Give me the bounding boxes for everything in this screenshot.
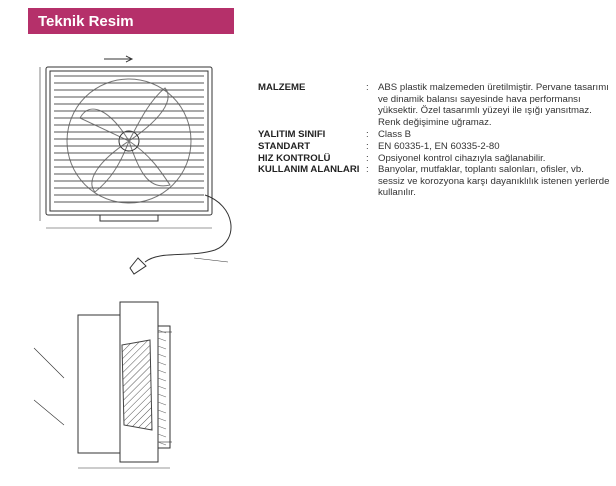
side-grille-slat [157, 369, 167, 374]
fan-side-housing-back [77, 314, 121, 454]
spec-row-material: MALZEME : ABS plastik malzemeden üretilm… [258, 82, 610, 128]
side-grille-slat [157, 409, 167, 414]
spec-value: Banyolar, mutfaklar, toplantı salonları,… [378, 164, 610, 199]
page-title: Teknik Resim [28, 8, 234, 34]
fan-blade-3 [128, 139, 171, 187]
side-grille-slat [157, 425, 167, 430]
side-grille-slat [157, 337, 167, 342]
side-grille-slat [157, 353, 167, 358]
spec-row-standard: STANDART : EN 60335-1, EN 60335-2-80 [258, 141, 610, 153]
spec-label: YALITIM SINIFI [258, 129, 326, 141]
spec-value: EN 60335-1, EN 60335-2-80 [378, 140, 500, 152]
spec-separator: : [366, 140, 369, 152]
callout-line-1 [33, 347, 65, 379]
power-cable [144, 194, 232, 263]
power-plug-icon [129, 257, 147, 275]
side-grille-slat [157, 433, 167, 438]
spec-separator: : [366, 129, 369, 141]
spec-row-speed-control: HIZ KONTROLÜ : Opsiyonel kontrol cihazıy… [258, 153, 610, 165]
spec-separator: : [366, 82, 369, 93]
side-grille-slat [157, 393, 167, 398]
fan-impeller-outline [66, 78, 192, 204]
spec-label: HIZ KONTROLÜ [258, 152, 331, 164]
fan-blade-4 [91, 139, 131, 193]
side-grille-slat [157, 401, 167, 406]
spec-separator: : [366, 164, 369, 176]
front-view-drawing [39, 55, 232, 275]
side-view-drawing [33, 301, 172, 469]
callout-line-2 [33, 399, 65, 426]
side-grille-slat [157, 345, 167, 350]
spec-label: STANDART [258, 140, 311, 152]
front-louvers [54, 75, 204, 203]
spec-value: Class B [378, 129, 412, 141]
side-grille-slat [157, 417, 167, 422]
spec-label: MALZEME [258, 82, 306, 93]
side-grille-slat [157, 361, 167, 366]
spec-value: Opsiyonel kontrol cihazıyla sağlanabilir… [378, 152, 546, 164]
fan-hub [118, 130, 140, 152]
rotation-arrow-head-icon [125, 55, 134, 63]
side-grille-slat [157, 441, 167, 446]
spec-row-insulation-class: YALITIM SINIFI : Class B [258, 129, 610, 141]
fan-front-inner-frame [49, 70, 209, 212]
spec-row-usage-areas: KULLANIM ALANLARI : Banyolar, mutfaklar,… [258, 164, 610, 199]
side-grille-slat [157, 377, 167, 382]
page-title-text: Teknik Resim [38, 12, 134, 30]
specification-table: MALZEME : ABS plastik malzemeden üretilm… [258, 82, 610, 199]
fan-blade-2 [128, 87, 169, 142]
spec-value: ABS plastik malzemeden üretilmiştir. Per… [378, 82, 609, 128]
side-grille-slats [157, 329, 167, 446]
spec-separator: : [366, 152, 369, 164]
cable-callout-line [193, 257, 229, 263]
side-grille-slat [157, 385, 167, 390]
fan-side-impeller-section [121, 339, 153, 431]
spec-label: KULLANIM ALANLARI [258, 164, 360, 176]
side-grille-slat [157, 329, 167, 334]
fan-side-grille [157, 325, 171, 449]
fan-bottom-base [99, 214, 159, 222]
